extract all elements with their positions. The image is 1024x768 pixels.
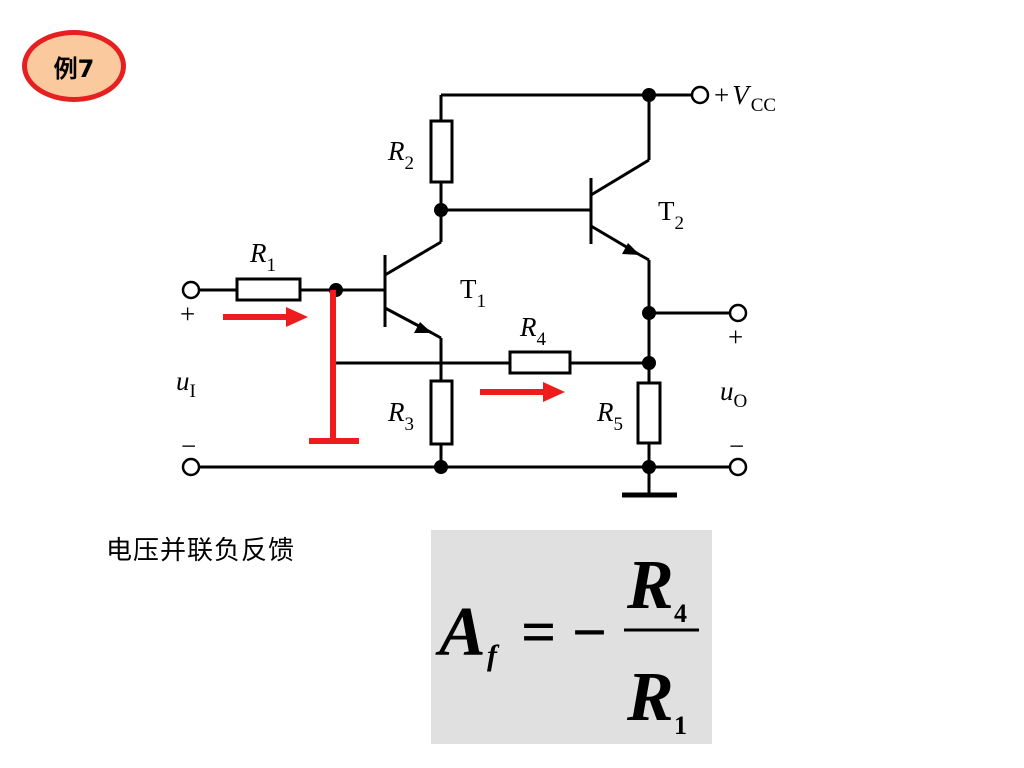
- feedback-path-marker: [309, 290, 359, 444]
- r5-label: R5: [596, 397, 623, 435]
- input-minus-terminal: [181, 457, 201, 477]
- r2-label: R2: [387, 136, 414, 174]
- output-plus-sign: +: [728, 322, 743, 352]
- example-badge: 例7: [22, 30, 126, 102]
- resistor-r4: [508, 350, 572, 375]
- junction-dot: [642, 88, 656, 102]
- vcc-terminal: [690, 85, 710, 105]
- transistor-t1: [383, 240, 443, 381]
- formula-eq: = −: [521, 599, 607, 667]
- transistor-t2: [589, 158, 651, 385]
- input-plus-sign: +: [180, 299, 195, 329]
- r4-label: R4: [519, 312, 547, 350]
- formula-num-R: R: [626, 547, 674, 624]
- feedback-current-arrow: [480, 382, 565, 402]
- formula-A-sub: f: [487, 639, 500, 672]
- uo-label: uO: [720, 376, 747, 412]
- junction-dot: [642, 306, 656, 320]
- caption-text: 电压并联负反馈: [106, 536, 296, 566]
- output-plus-terminal: [728, 303, 748, 323]
- junction-dot: [434, 460, 448, 474]
- input-current-arrow: [223, 307, 308, 327]
- junction-dot: [434, 203, 448, 217]
- formula-den-sub: 1: [674, 711, 687, 740]
- resistor-r3: [429, 379, 454, 446]
- resistor-r1: [235, 277, 302, 302]
- resistor-r5: [636, 381, 662, 445]
- formula-den-R: R: [626, 659, 674, 736]
- gain-formula: A f R R = − 4 1: [435, 547, 699, 740]
- junction-dot: [642, 356, 656, 370]
- r1-label: R1: [249, 238, 276, 276]
- input-plus-terminal: [181, 280, 201, 300]
- output-minus-sign: −: [729, 431, 744, 461]
- resistor-r2: [429, 119, 454, 184]
- ui-label: uI: [176, 366, 196, 402]
- formula-num-sub: 4: [674, 599, 687, 628]
- junction-dot: [642, 460, 656, 474]
- r3-label: R3: [387, 397, 414, 435]
- input-minus-sign: −: [181, 431, 196, 461]
- t2-label: T2: [658, 196, 684, 234]
- output-minus-terminal: [728, 457, 748, 477]
- formula-A: A: [435, 594, 486, 671]
- formula-box: A f R R = − 4 1: [431, 530, 712, 744]
- t1-label: T1: [460, 274, 486, 312]
